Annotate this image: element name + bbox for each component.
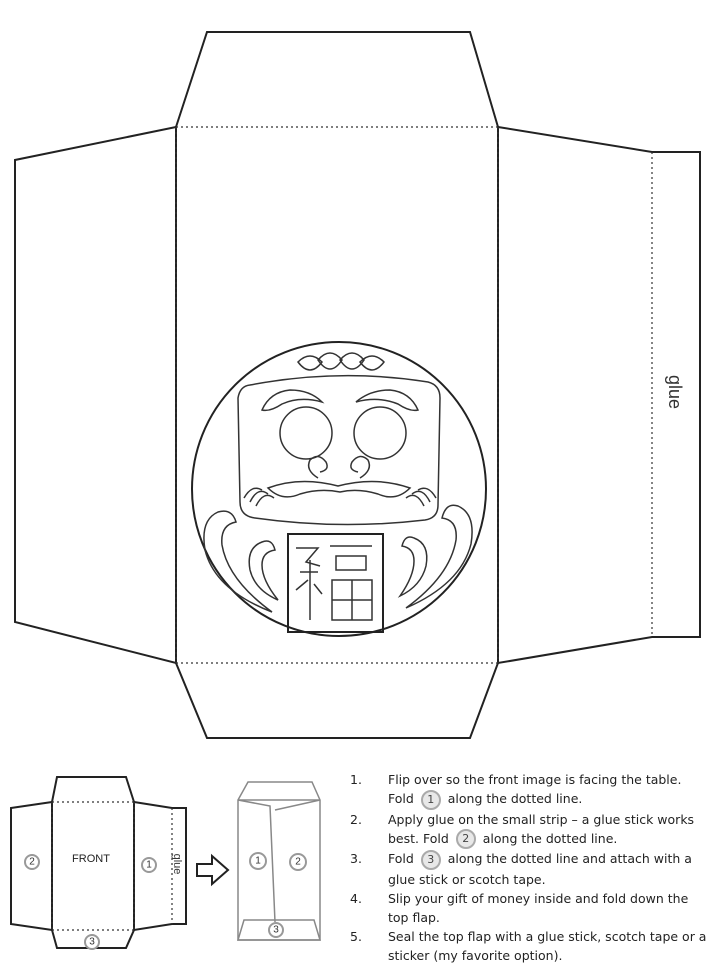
daruma-body-circle xyxy=(191,341,487,637)
svg-text:3: 3 xyxy=(89,937,95,948)
arrow-right-icon xyxy=(196,853,230,887)
daruma-tuft xyxy=(339,352,365,370)
daruma-tuft xyxy=(359,355,385,371)
instruction-step: 2. Apply glue on the small strip – a glu… xyxy=(350,810,710,849)
mini-front-label: FRONT xyxy=(72,853,110,865)
fortune-kanji-body xyxy=(330,545,373,621)
mini-fold-marker-3: 3 xyxy=(84,934,100,950)
daruma-face-panel xyxy=(237,374,441,526)
mini-fold-marker-1: 1 xyxy=(141,857,157,873)
instruction-step: 5. Seal the top flap with a glue stick, … xyxy=(350,928,707,963)
daruma-illustration xyxy=(191,341,487,637)
folded-envelope-bottom-flap xyxy=(236,919,322,941)
daruma-tuft xyxy=(297,355,323,371)
mini-glue-label: glue xyxy=(171,854,183,875)
daruma-eye-left xyxy=(279,406,333,460)
daruma-nose-swirl xyxy=(307,455,328,479)
fold-marker-2-icon: 2 xyxy=(455,829,476,849)
daruma-nose-swirl xyxy=(350,455,371,479)
fold-marker-3-icon: 3 xyxy=(420,849,441,870)
daruma-swoosh-left-outer xyxy=(203,510,273,613)
mini-flat-diagram: FRONT glue 2 1 3 xyxy=(10,776,187,950)
mini-fold-marker-2: 2 xyxy=(24,854,40,870)
daruma-swoosh-right-outer xyxy=(405,504,473,609)
daruma-swoosh-right-inner xyxy=(397,536,428,598)
folded-fold-marker-3: 3 xyxy=(268,922,284,938)
glue-strip-label: glue xyxy=(665,375,685,409)
fortune-kanji-radical xyxy=(295,547,323,620)
daruma-mustache xyxy=(266,480,412,498)
daruma-swoosh-left-inner xyxy=(248,540,279,601)
instruction-step: 4. Slip your gift of money inside and fo… xyxy=(350,890,689,925)
svg-text:3: 3 xyxy=(273,925,279,936)
daruma-eyebrow-right xyxy=(355,389,420,412)
svg-text:1: 1 xyxy=(255,856,261,867)
daruma-tuft xyxy=(317,352,343,370)
svg-text:2: 2 xyxy=(295,857,301,868)
instruction-list: 1. Flip over so the front image is facin… xyxy=(350,770,710,965)
daruma-eyebrow-left xyxy=(260,389,325,412)
left-flap xyxy=(14,125,177,665)
folded-fold-marker-2: 2 xyxy=(289,853,307,871)
fortune-kanji-box xyxy=(287,533,384,633)
envelope-outline xyxy=(14,31,701,739)
daruma-beard-left xyxy=(243,487,275,507)
folded-fold-marker-1: 1 xyxy=(249,852,267,870)
svg-text:2: 2 xyxy=(29,857,35,868)
instruction-step: 1. Flip over so the front image is facin… xyxy=(350,770,710,810)
daruma-eye-right xyxy=(353,406,407,460)
fold-marker-1-icon: 1 xyxy=(420,789,441,810)
instruction-step: 3. Fold 3 along the dotted line and atta… xyxy=(350,849,692,887)
mini-folded-envelope: 1 2 3 xyxy=(236,781,322,941)
daruma-beard-right xyxy=(405,487,437,507)
svg-text:1: 1 xyxy=(146,860,152,871)
